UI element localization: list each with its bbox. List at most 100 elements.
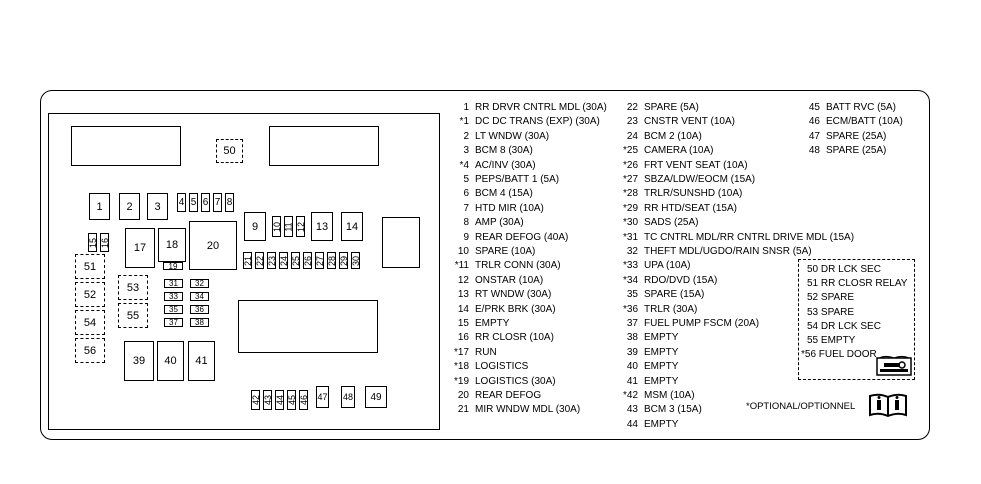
legend-label: CNSTR VENT (10A)	[644, 116, 735, 128]
legend-item-36: *36 TRLR (30A)	[618, 304, 697, 315]
relay-legend-number: *56	[801, 349, 819, 361]
legend-number: 15	[457, 318, 469, 329]
fuse-block-diagram	[48, 113, 440, 430]
relay-18: 18	[158, 228, 186, 262]
relay-56: 56	[75, 338, 105, 363]
optional-note: *OPTIONAL/OPTIONNEL	[746, 401, 856, 412]
legend-number: *4	[459, 159, 469, 171]
fuse-7: 7	[213, 193, 222, 212]
relay-legend-label: DR LCK SEC	[820, 320, 881, 332]
fuse-48: 48	[341, 386, 355, 408]
fuse-19: 19	[163, 262, 183, 271]
legend-number: 48	[808, 145, 820, 157]
relay-55: 55	[118, 303, 148, 328]
legend-number: 10	[457, 246, 469, 257]
relay-legend-number: 53	[807, 306, 821, 318]
fuse-22: 22	[255, 252, 265, 269]
legend-label: EMPTY	[644, 361, 679, 373]
legend-label: SADS (25A)	[644, 217, 699, 229]
legend-label: SPARE (5A)	[644, 102, 699, 113]
legend-item-40: 40 EMPTY	[618, 361, 679, 373]
fuse-23: 23	[267, 252, 277, 269]
legend-number: *36	[622, 303, 638, 315]
relay-legend-number: 50	[807, 264, 821, 275]
relay-52: 52	[75, 282, 105, 307]
legend-label: EMPTY	[475, 318, 510, 329]
relay-54: 54	[75, 310, 105, 335]
legend-label: RDO/DVD (15A)	[644, 274, 718, 286]
legend-label: BCM 8 (30A)	[475, 145, 533, 157]
fuse-6: 6	[201, 193, 210, 212]
large-block-center	[238, 300, 378, 353]
legend-number: 13	[457, 289, 469, 301]
legend-number: 46	[808, 116, 820, 128]
fuse-15: 15	[88, 233, 98, 252]
relay-legend-item-54: 54 DR LCK SEC	[807, 321, 881, 332]
legend-number: 20	[457, 390, 469, 401]
legend-label: MSM (10A)	[644, 390, 695, 401]
legend-label: EMPTY	[644, 346, 679, 358]
legend-number: 6	[463, 188, 469, 200]
legend-number: 24	[626, 130, 638, 142]
fuse-31: 31	[164, 279, 183, 288]
fuse-27: 27	[315, 252, 325, 269]
relay-legend-label: DR LCK SEC	[820, 264, 881, 275]
fuse-46: 46	[299, 390, 309, 410]
legend-number: 14	[457, 303, 469, 315]
legend-label: TRLR/SUNSHD (10A)	[644, 188, 743, 200]
legend-number: 40	[626, 361, 638, 373]
legend-number: 5	[463, 174, 469, 185]
legend-label: RR DRVR CNTRL MDL (30A)	[475, 102, 607, 113]
legend-number: *29	[622, 202, 638, 214]
legend-number: 22	[626, 102, 638, 113]
fuse-44: 44	[275, 390, 285, 410]
legend-number: 37	[626, 318, 638, 329]
legend-label: EMPTY	[644, 418, 679, 430]
legend-label: TRLR (30A)	[644, 303, 698, 315]
legend-number: *30	[622, 217, 638, 229]
fuse-21: 21	[243, 252, 253, 269]
fuse-16: 16	[100, 233, 110, 252]
legend-item-22: 22 SPARE (5A)	[618, 102, 699, 113]
fuse-33: 33	[164, 292, 183, 301]
legend-number: *1	[459, 116, 469, 128]
relay-51: 51	[75, 254, 105, 279]
fuse-28: 28	[327, 252, 337, 269]
legend-label: DC DC TRANS (EXP) (30A)	[475, 116, 600, 128]
relay-legend-number: 54	[807, 320, 821, 332]
fuse-42: 42	[251, 390, 261, 410]
legend-item-46: 46 ECM/BATT (10A)	[800, 116, 903, 127]
fuse-32: 32	[190, 279, 209, 288]
legend-item-15: 15 EMPTY	[447, 318, 510, 329]
legend-label: ECM/BATT (10A)	[826, 116, 903, 128]
legend-label: UPA (10A)	[644, 260, 691, 272]
legend-label: RT WNDW (30A)	[475, 289, 552, 301]
fuse-29: 29	[339, 252, 349, 269]
legend-number: 43	[626, 404, 638, 416]
legend-label: MIR WNDW MDL (30A)	[475, 404, 581, 416]
fuse-45: 45	[287, 390, 297, 410]
fuse-8: 8	[225, 193, 234, 212]
wrench-book-icon	[876, 355, 912, 376]
fuse-35: 35	[164, 305, 183, 314]
